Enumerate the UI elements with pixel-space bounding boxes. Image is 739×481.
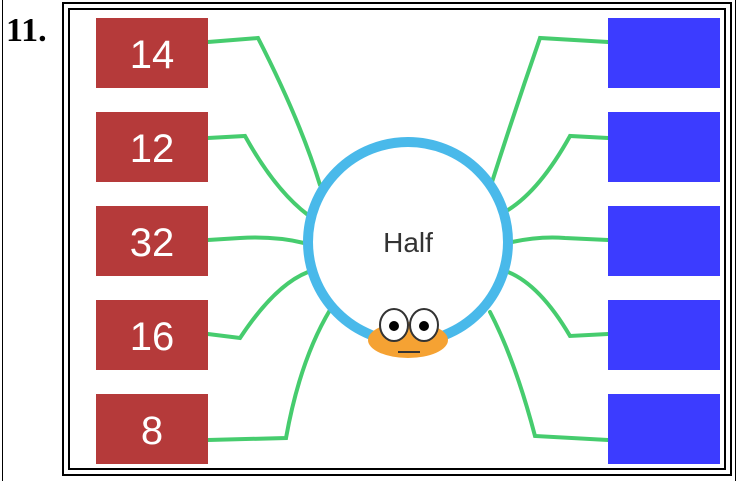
leg-1 xyxy=(208,38,320,185)
input-value-3: 32 xyxy=(130,221,175,265)
answer-box-2[interactable] xyxy=(608,112,720,182)
input-value-2: 12 xyxy=(130,127,175,171)
leg-5 xyxy=(208,310,330,440)
leg-10 xyxy=(490,312,608,440)
leg-2 xyxy=(208,136,308,215)
leg-3 xyxy=(208,238,304,243)
leg-8 xyxy=(512,238,608,243)
input-value-1: 14 xyxy=(130,33,175,77)
leg-6 xyxy=(492,38,608,182)
input-value-5: 8 xyxy=(141,409,163,453)
center-label: Half xyxy=(383,227,433,258)
answer-box-3[interactable] xyxy=(608,206,720,276)
input-value-4: 16 xyxy=(130,315,175,359)
leg-4 xyxy=(208,272,308,338)
answer-box-4[interactable] xyxy=(608,300,720,370)
input-boxes: 14 12 32 16 8 xyxy=(96,18,208,464)
answer-box-1[interactable] xyxy=(608,18,720,88)
answer-boxes xyxy=(608,18,720,464)
leg-9 xyxy=(508,272,608,336)
leg-7 xyxy=(508,136,608,210)
bug-pupil-left xyxy=(389,321,399,331)
bug-pupil-right xyxy=(419,321,429,331)
answer-box-5[interactable] xyxy=(608,394,720,464)
